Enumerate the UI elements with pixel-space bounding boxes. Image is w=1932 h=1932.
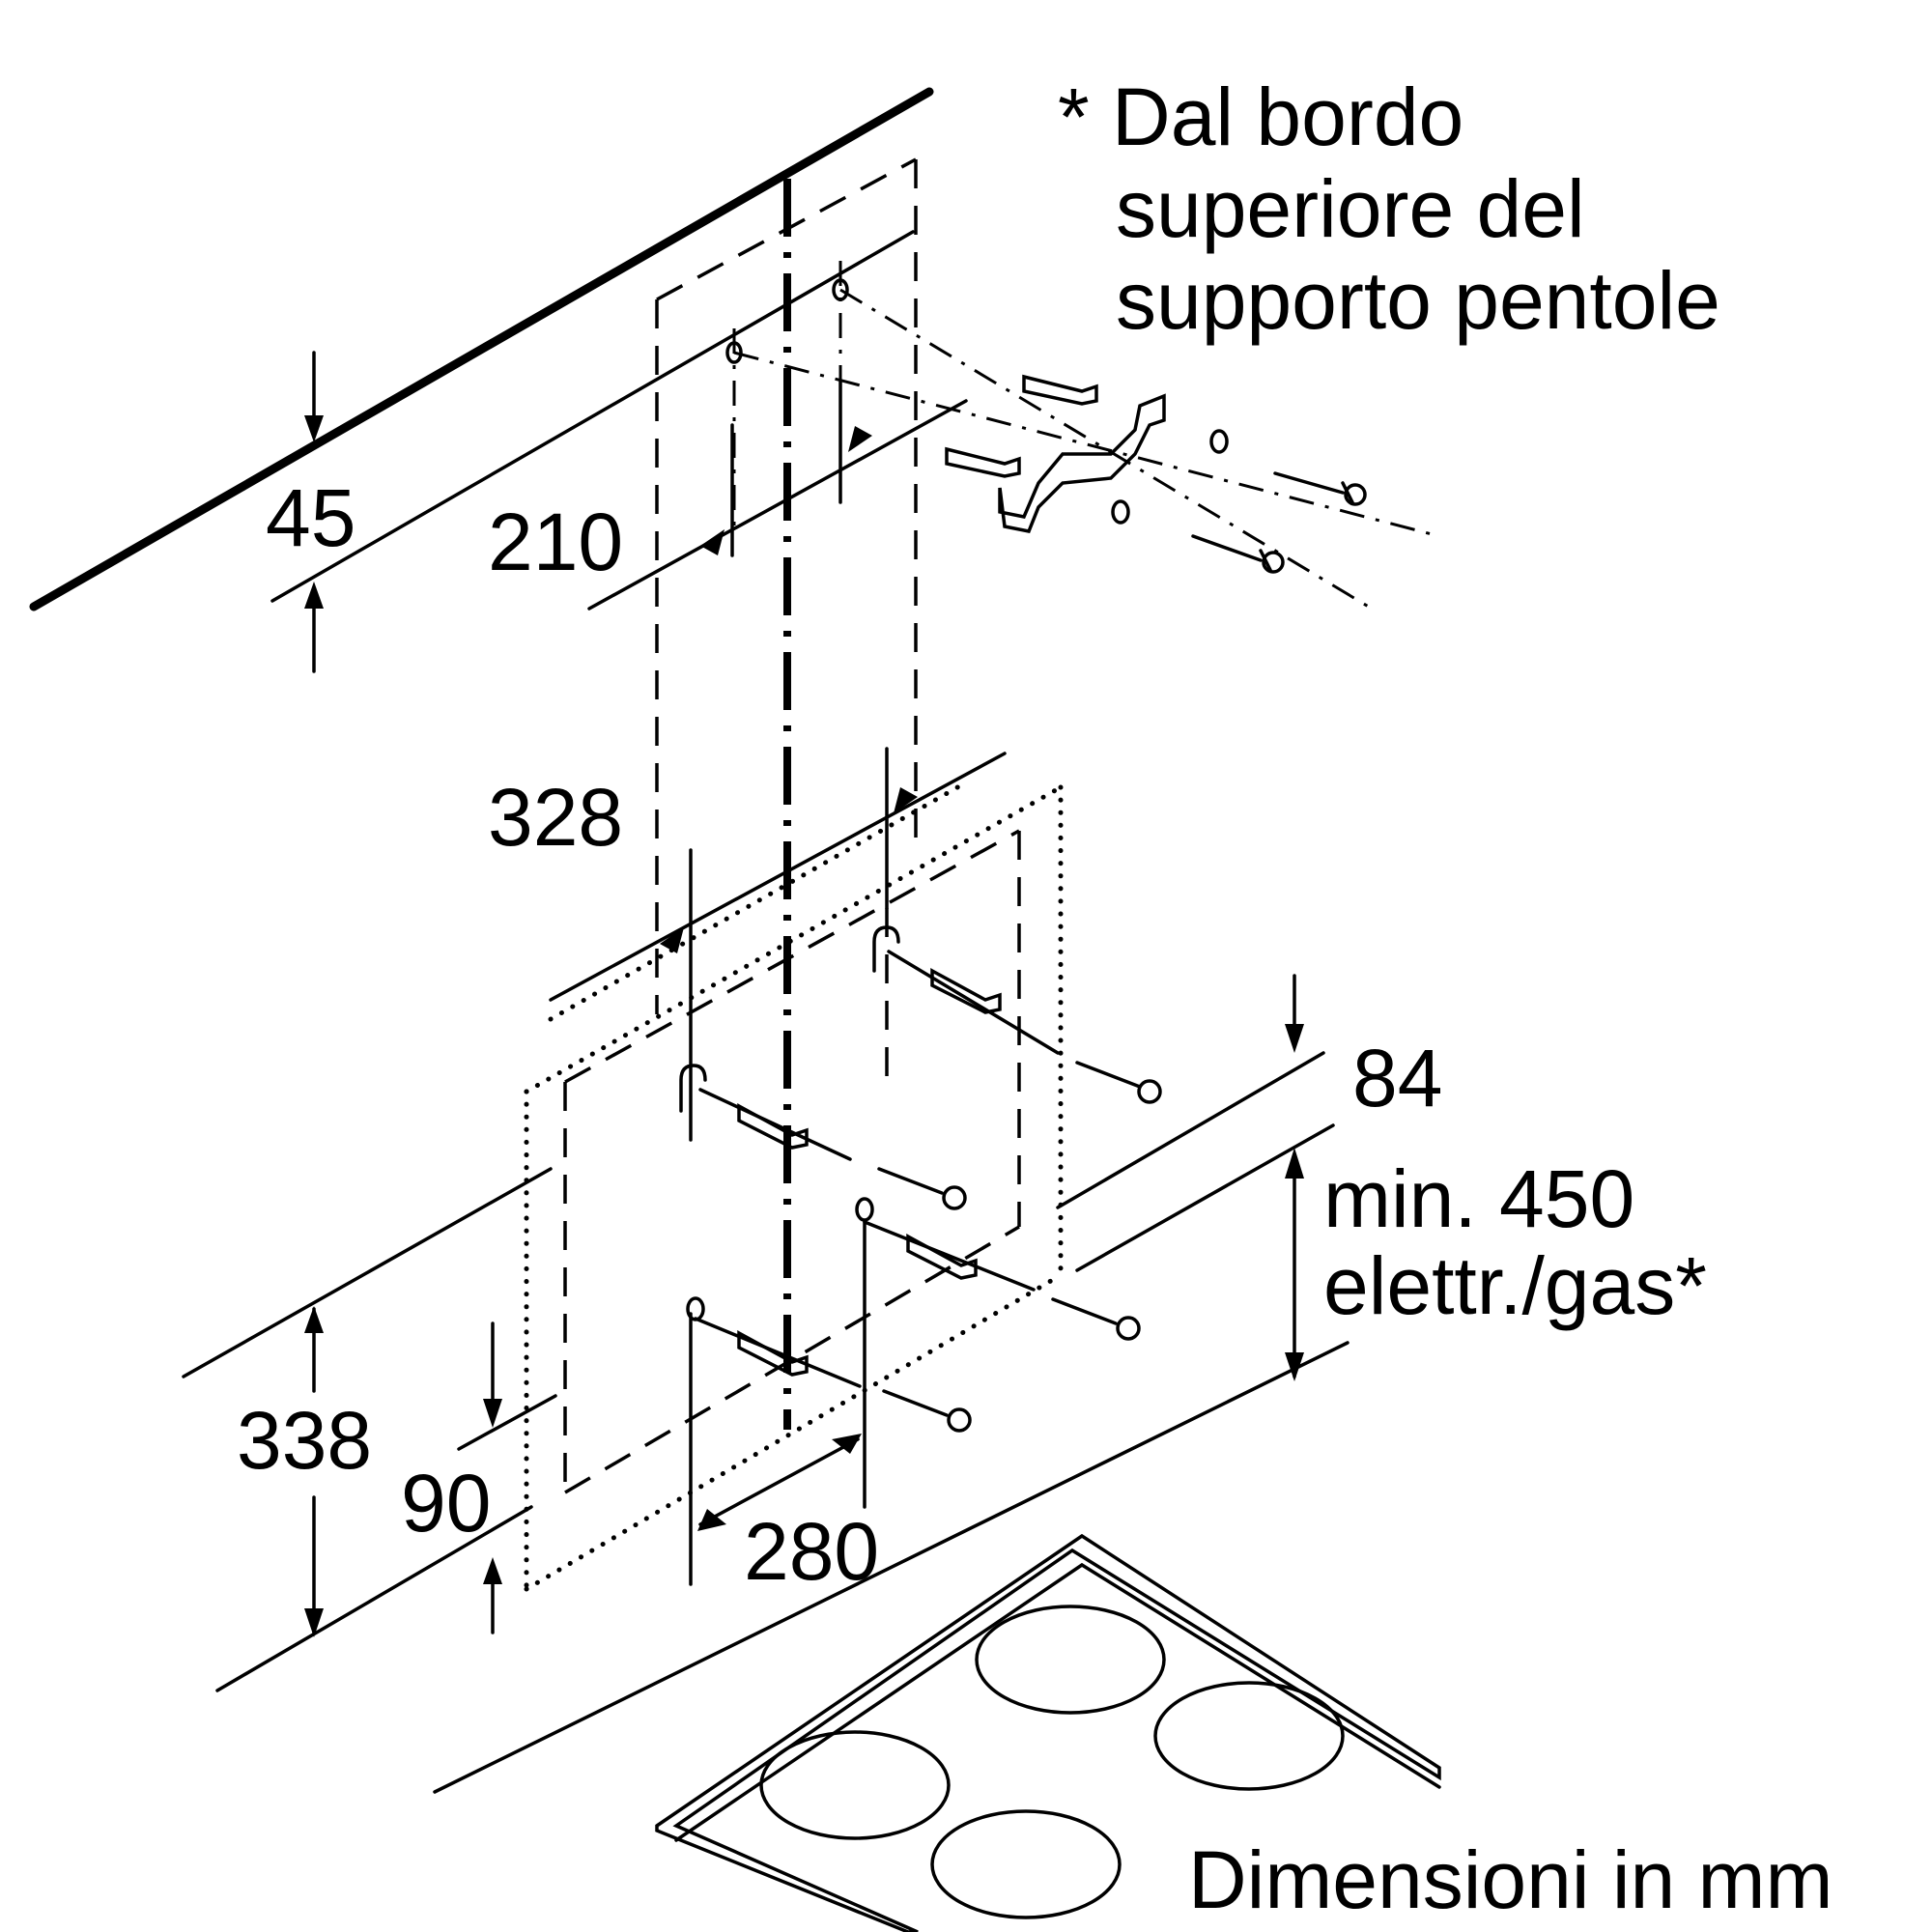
wall-plug-icon bbox=[930, 968, 1002, 1014]
wall-plug-icon bbox=[945, 446, 1021, 478]
dimension-45: 45 bbox=[266, 472, 355, 563]
dimension-min450-line2: elettr./gas* bbox=[1323, 1240, 1707, 1331]
burner-icon bbox=[1153, 1681, 1345, 1791]
wall-plug-icon bbox=[906, 1234, 978, 1280]
washer-icon bbox=[947, 1407, 972, 1433]
dimension-min450-line1: min. 450 bbox=[1323, 1153, 1634, 1244]
ceiling-line bbox=[29, 87, 934, 611]
dimension-210: 210 bbox=[488, 497, 623, 587]
screw-icon bbox=[1075, 1061, 1142, 1089]
chimney-outline bbox=[655, 157, 918, 1430]
mounting-bracket-icon bbox=[998, 393, 1166, 534]
dimension-84: 84 bbox=[1352, 1033, 1442, 1123]
washer-icon bbox=[1262, 551, 1285, 574]
burner-icon bbox=[975, 1605, 1166, 1715]
screw-icon bbox=[1051, 1297, 1118, 1325]
screw-icon bbox=[877, 1167, 944, 1195]
burner-icon bbox=[759, 1730, 951, 1840]
wall-plug-icon bbox=[737, 1103, 809, 1150]
dimension-328: 328 bbox=[488, 772, 623, 863]
note-line-2: superiore del bbox=[1116, 163, 1585, 254]
dimension-280: 280 bbox=[744, 1506, 879, 1597]
washer-icon bbox=[1137, 1079, 1162, 1104]
hood-outline bbox=[524, 780, 1064, 1592]
screw-icon bbox=[882, 1389, 949, 1417]
screw-icon bbox=[1273, 471, 1354, 504]
wall-plug-icon bbox=[737, 1330, 809, 1377]
note-line-3: supporto pentole bbox=[1116, 255, 1720, 346]
dimension-90: 90 bbox=[401, 1458, 491, 1548]
washer-icon bbox=[1116, 1316, 1141, 1341]
washer-icon bbox=[1344, 483, 1367, 506]
dimension-lines bbox=[182, 230, 1350, 1794]
dimension-338: 338 bbox=[237, 1395, 372, 1486]
burner-icon bbox=[930, 1809, 1122, 1919]
cooktop bbox=[655, 1533, 1441, 1932]
fixing-hardware bbox=[679, 278, 1440, 1433]
screw-icon bbox=[1191, 534, 1272, 572]
units-caption: Dimensioni in mm bbox=[1188, 1834, 1833, 1925]
note-line-1: * Dal bordo bbox=[1058, 71, 1463, 162]
washer-icon bbox=[942, 1185, 967, 1210]
wall-plug-icon bbox=[1022, 374, 1098, 406]
